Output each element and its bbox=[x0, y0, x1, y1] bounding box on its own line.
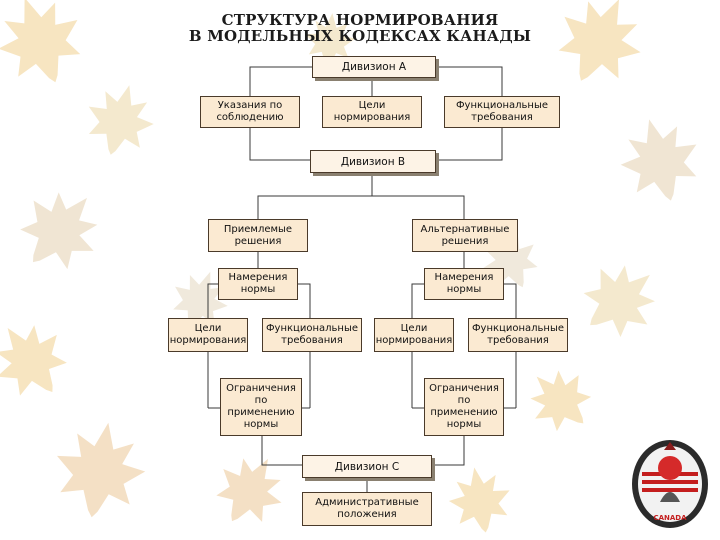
canada-emblem-icon: CANADA bbox=[632, 440, 708, 528]
division-c-header: Дивизион С bbox=[302, 455, 432, 478]
left-intent-box: Намерения нормы bbox=[218, 268, 298, 300]
emblem-label: CANADA bbox=[653, 514, 687, 522]
division-b-header: Дивизион В bbox=[310, 150, 436, 173]
page-title: СТРУКТУРА НОРМИРОВАНИЯ В МОДЕЛЬНЫХ КОДЕК… bbox=[180, 12, 540, 44]
functional-requirements-box: Функциональные требования bbox=[444, 96, 560, 128]
left-limits-box: Ограничения по применению нормы bbox=[220, 378, 302, 436]
division-a-header: Дивизион А bbox=[312, 56, 436, 78]
left-functional-box: Функциональные требования bbox=[262, 318, 362, 352]
right-intent-box: Намерения нормы bbox=[424, 268, 504, 300]
administrative-provisions-box: Административные положения bbox=[302, 492, 432, 526]
title-line-1: СТРУКТУРА НОРМИРОВАНИЯ bbox=[221, 11, 499, 29]
left-objectives-box: Цели нормирования bbox=[168, 318, 248, 352]
regulatory-objectives-box: Цели нормирования bbox=[322, 96, 422, 128]
title-line-2: В МОДЕЛЬНЫХ КОДЕКСАХ КАНАДЫ bbox=[188, 27, 532, 45]
alternative-solutions-box: Альтернативные решения bbox=[412, 219, 518, 252]
acceptable-solutions-box: Приемлемые решения bbox=[208, 219, 308, 252]
right-limits-box: Ограничения по применению нормы bbox=[424, 378, 504, 436]
right-objectives-box: Цели нормирования bbox=[374, 318, 454, 352]
compliance-guidance-box: Указания по соблюдению bbox=[200, 96, 300, 128]
right-functional-box: Функциональные требования bbox=[468, 318, 568, 352]
